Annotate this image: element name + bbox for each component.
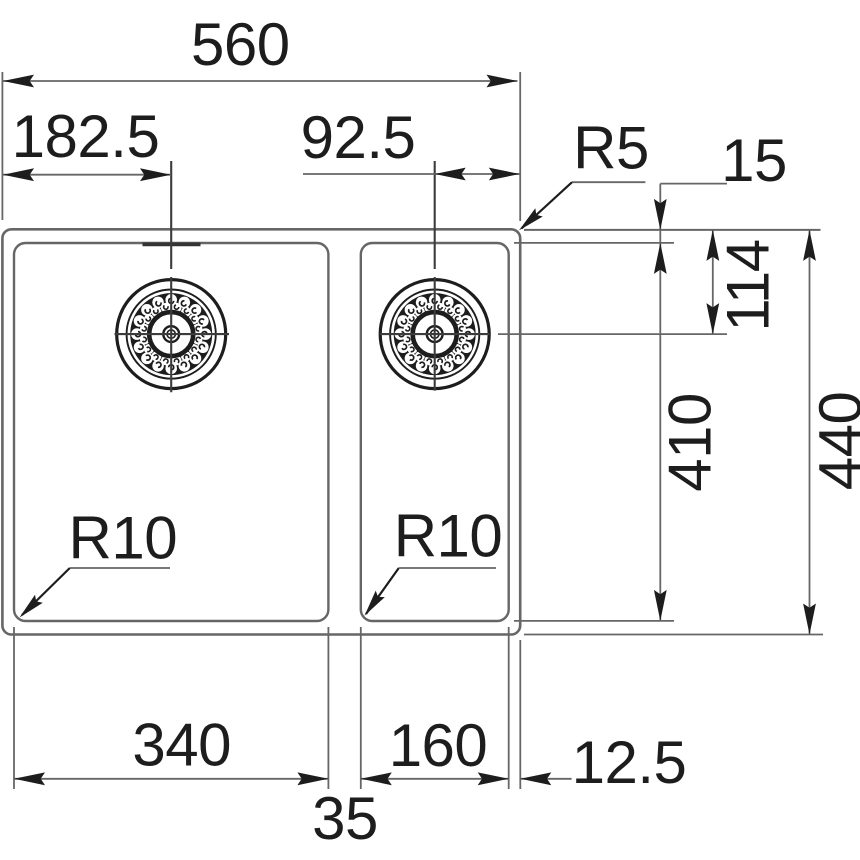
svg-text:R10: R10 <box>69 504 178 571</box>
svg-text:340: 340 <box>132 711 231 778</box>
svg-text:15: 15 <box>721 127 787 194</box>
svg-text:92.5: 92.5 <box>301 104 416 171</box>
svg-text:35: 35 <box>312 785 378 852</box>
svg-text:440: 440 <box>807 392 860 491</box>
svg-text:114: 114 <box>715 240 782 331</box>
svg-text:12.5: 12.5 <box>572 729 687 796</box>
svg-text:R10: R10 <box>394 503 503 570</box>
svg-text:160: 160 <box>389 712 488 779</box>
svg-text:R5: R5 <box>573 115 649 182</box>
svg-text:560: 560 <box>191 11 290 78</box>
svg-text:410: 410 <box>657 393 724 492</box>
svg-text:182.5: 182.5 <box>12 103 160 170</box>
